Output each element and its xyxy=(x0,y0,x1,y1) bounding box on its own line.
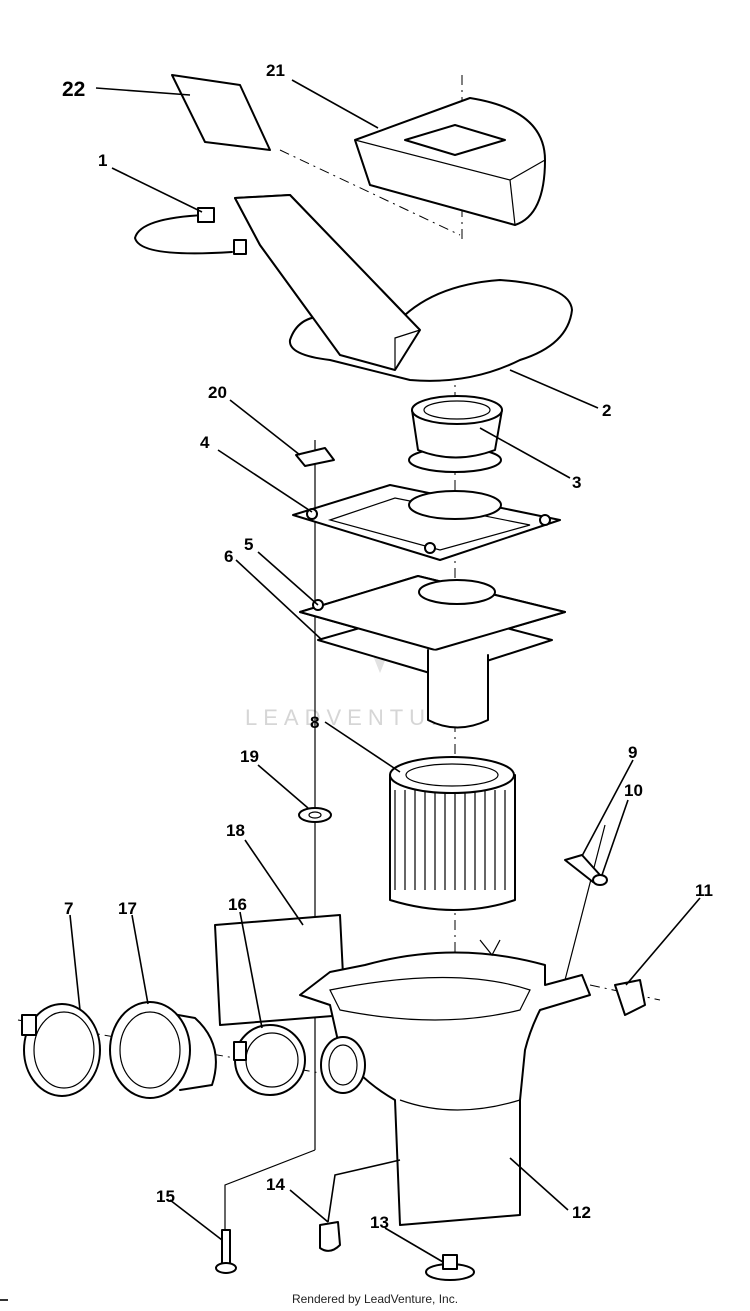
part-12-housing xyxy=(299,951,591,1226)
callout-5: 5 xyxy=(244,535,253,554)
callout-4: 4 xyxy=(200,433,210,452)
leader-12 xyxy=(509,1157,569,1211)
callout-18: 18 xyxy=(226,821,245,840)
leader-6 xyxy=(235,559,323,641)
part-1-strap xyxy=(134,214,233,255)
callout-2: 2 xyxy=(602,401,611,420)
part-3-boot-top xyxy=(411,395,503,425)
part-15-bolt-head xyxy=(215,1262,237,1274)
part-18-decal xyxy=(214,914,346,1026)
part-4-hole xyxy=(408,490,502,520)
part-4-bolt-hole-2 xyxy=(424,542,436,554)
leader-11 xyxy=(625,897,701,986)
part-16-screw xyxy=(233,1041,247,1061)
leader-3 xyxy=(479,427,571,479)
callout-6: 6 xyxy=(224,547,233,566)
part-4-plate xyxy=(292,484,561,561)
part-14-valve xyxy=(319,1221,341,1252)
callout-20: 20 xyxy=(208,383,227,402)
leader-16 xyxy=(239,911,263,1029)
leader-17 xyxy=(131,914,149,1005)
part-3-boot-hole xyxy=(423,400,491,420)
part-12-rim xyxy=(329,976,531,1021)
leader-4 xyxy=(217,449,313,513)
part-7-clamp-inner xyxy=(33,1011,95,1089)
callout-17: 17 xyxy=(118,899,137,918)
leader-1 xyxy=(111,167,203,213)
clip-axis xyxy=(589,984,661,1001)
callout-14: 14 xyxy=(266,1175,285,1194)
part-19-washer-hole xyxy=(308,811,322,819)
callout-8: 8 xyxy=(310,713,319,732)
part-1-end xyxy=(233,239,247,255)
part-21-foam xyxy=(354,97,546,226)
part-19-washer xyxy=(298,807,332,823)
part-17-tube-hole xyxy=(119,1011,181,1089)
leader-2 xyxy=(509,369,599,409)
part-13-stem xyxy=(442,1254,458,1270)
callout-16: 16 xyxy=(228,895,247,914)
callout-1: 1 xyxy=(98,151,107,170)
callout-15: 15 xyxy=(156,1187,175,1206)
leader-13 xyxy=(384,1227,444,1263)
part-8-filter-body xyxy=(389,774,516,911)
leader-19 xyxy=(257,764,309,809)
leader-14 xyxy=(289,1159,401,1223)
footer-credit: Rendered by LeadVenture, Inc. xyxy=(291,1292,459,1306)
leader-15 xyxy=(169,1199,223,1241)
screw-axis xyxy=(564,824,606,981)
leader-8 xyxy=(324,721,401,773)
callout-12: 12 xyxy=(572,1203,591,1222)
callout-21: 21 xyxy=(266,61,285,80)
callout-10: 10 xyxy=(624,781,643,800)
part-5-cover-top xyxy=(299,575,566,651)
part-5-neck xyxy=(418,579,496,605)
part-8-filter-hole xyxy=(405,763,499,787)
leader-10 xyxy=(601,799,629,876)
bolt-axis-lower xyxy=(224,1149,316,1230)
callout-3: 3 xyxy=(572,473,581,492)
callout-9: 9 xyxy=(628,743,637,762)
leader-20 xyxy=(229,399,301,456)
part-1-buckle xyxy=(197,207,215,223)
callout-22: 22 xyxy=(62,78,85,101)
part-4-bolt-hole-1 xyxy=(306,508,318,520)
part-12-seam xyxy=(399,1099,521,1111)
leader-7 xyxy=(69,914,81,1011)
part-21-opening xyxy=(404,124,506,156)
part-11-clip xyxy=(614,979,646,1016)
part-4-bolt-hole-3 xyxy=(539,514,551,526)
leader-9 xyxy=(581,759,634,857)
part-12-inlet-hole xyxy=(328,1044,358,1086)
part-7-clamp xyxy=(23,1003,101,1097)
part-7-screw xyxy=(21,1014,37,1036)
leader-22 xyxy=(95,87,191,96)
part-15-bolt-shank xyxy=(221,1229,231,1266)
part-22-decal xyxy=(171,74,271,151)
part-21-edge2 xyxy=(509,179,516,226)
callout-11: 11 xyxy=(695,881,713,900)
leader-21 xyxy=(291,79,379,129)
part-12-inlet xyxy=(320,1036,366,1094)
part-10-washer xyxy=(592,874,608,886)
part-8-pleats xyxy=(394,790,506,890)
part-12-tab xyxy=(479,939,501,957)
part-2-edge xyxy=(394,329,421,370)
part-8-filter-top xyxy=(389,756,515,794)
callout-19: 19 xyxy=(240,747,259,766)
part-17-tube-front xyxy=(109,1001,191,1099)
part-20-clip xyxy=(295,447,335,467)
part-5-tube xyxy=(427,649,489,729)
leader-18 xyxy=(244,839,304,926)
leader-5 xyxy=(257,551,319,606)
part-4-recess xyxy=(327,497,531,551)
callout-7: 7 xyxy=(64,899,73,918)
callout-13: 13 xyxy=(370,1213,389,1232)
